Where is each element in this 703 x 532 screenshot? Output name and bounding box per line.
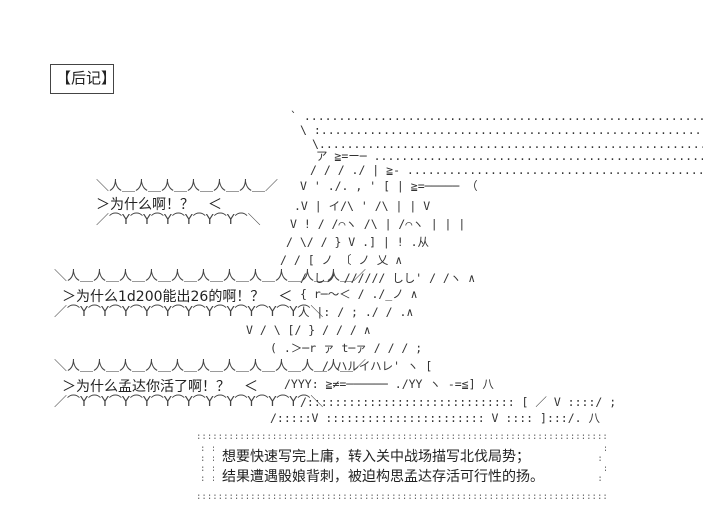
note-border-top: ::::::::::::::::::::::::::::::::::::::::… bbox=[196, 432, 608, 442]
aa-line: \ :.....................................… bbox=[300, 123, 703, 137]
aa-line: ( .＞─r ァ t─ァ / / / ; bbox=[270, 341, 422, 355]
page-title: 【后记】 bbox=[56, 69, 117, 87]
aa-line: ` ......................................… bbox=[290, 109, 703, 123]
aa-line: V / \ [/ } / / / ∧ bbox=[246, 323, 371, 337]
speech-bubble-top-3: ＼人＿人＿人＿人＿人＿人＿人＿人＿人＿人＿人＿／ bbox=[54, 359, 367, 374]
aa-line: / / / ./ | ≧- ..........................… bbox=[310, 163, 703, 177]
aa-line: / ハルイハレ' ヽ [ bbox=[322, 359, 432, 373]
note-line-2: 结果遭遇骰娘背刺，被迫构思孟达存活可行性的扬。 bbox=[222, 469, 544, 485]
speech-bubble-top-1: ＼人＿人＿人＿人＿人＿人＿／ bbox=[96, 179, 279, 194]
aa-line: V ! / /⌒ヽ /\ | /⌒ヽ | | | bbox=[290, 217, 465, 231]
aa-line: ア ≧=ー─ .................................… bbox=[316, 149, 703, 163]
aa-line: / \/ / } V .] | ! .从 bbox=[286, 235, 430, 249]
aa-line: V ' ./. , ' [ | ≧=───── （ bbox=[300, 179, 478, 193]
aa-line: .V | イ/\ ' /\ | | V bbox=[294, 199, 430, 213]
speech-bubble-bottom-2: ／⌒Y⌒Y⌒Y⌒Y⌒Y⌒Y⌒Y⌒Y⌒Y⌒Y⌒Y⌒＼ bbox=[54, 305, 324, 320]
title-frame bbox=[50, 64, 114, 94]
note-line-1: 想要快速写完上庸，转入关中战场描写北伐局势； bbox=[222, 449, 530, 465]
aa-line: /YYY: ≧≠=────── ./YY ヽ -=≦] 八 bbox=[284, 377, 494, 391]
aa-line: /:::::V ::::::::::::::::::::::: V :::: ]… bbox=[270, 411, 600, 425]
aa-line: \.......................................… bbox=[312, 137, 703, 151]
aa-line: / しノ ////// しし' / /ヽ ∧ bbox=[300, 271, 475, 285]
note-border-right: : : : : bbox=[597, 444, 606, 484]
speech-bubble-bottom-3: ／⌒Y⌒Y⌒Y⌒Y⌒Y⌒Y⌒Y⌒Y⌒Y⌒Y⌒Y⌒＼ bbox=[54, 395, 324, 410]
speech-bubble-top-2: ＼人＿人＿人＿人＿人＿人＿人＿人＿人＿人＿人＿／ bbox=[54, 269, 367, 284]
shout-2: ＞为什么1d200能出26的啊！？ ＜ bbox=[62, 289, 293, 305]
note-border-bottom: ::::::::::::::::::::::::::::::::::::::::… bbox=[196, 492, 608, 502]
aa-line: / / [ ノ 〔 ノ 乂 ∧ bbox=[280, 253, 402, 267]
speech-bubble-bottom-1: ／⌒Y⌒Y⌒Y⌒Y⌒Y⌒Y⌒＼ bbox=[96, 213, 261, 228]
aa-line: 人 |: / ; ./ / .∧ bbox=[298, 305, 413, 319]
aa-line: /:::::::::::::::::::::::::::::: [ ／ V ::… bbox=[300, 395, 616, 409]
shout-3: ＞为什么孟达你活了啊！？ ＜ bbox=[62, 379, 258, 395]
shout-1: ＞为什么啊！？ ＜ bbox=[96, 197, 222, 213]
aa-line: { r─〜＜ / ./_ノ ∧ bbox=[300, 287, 418, 301]
note-border-left: : : : : : : : : bbox=[200, 444, 214, 484]
